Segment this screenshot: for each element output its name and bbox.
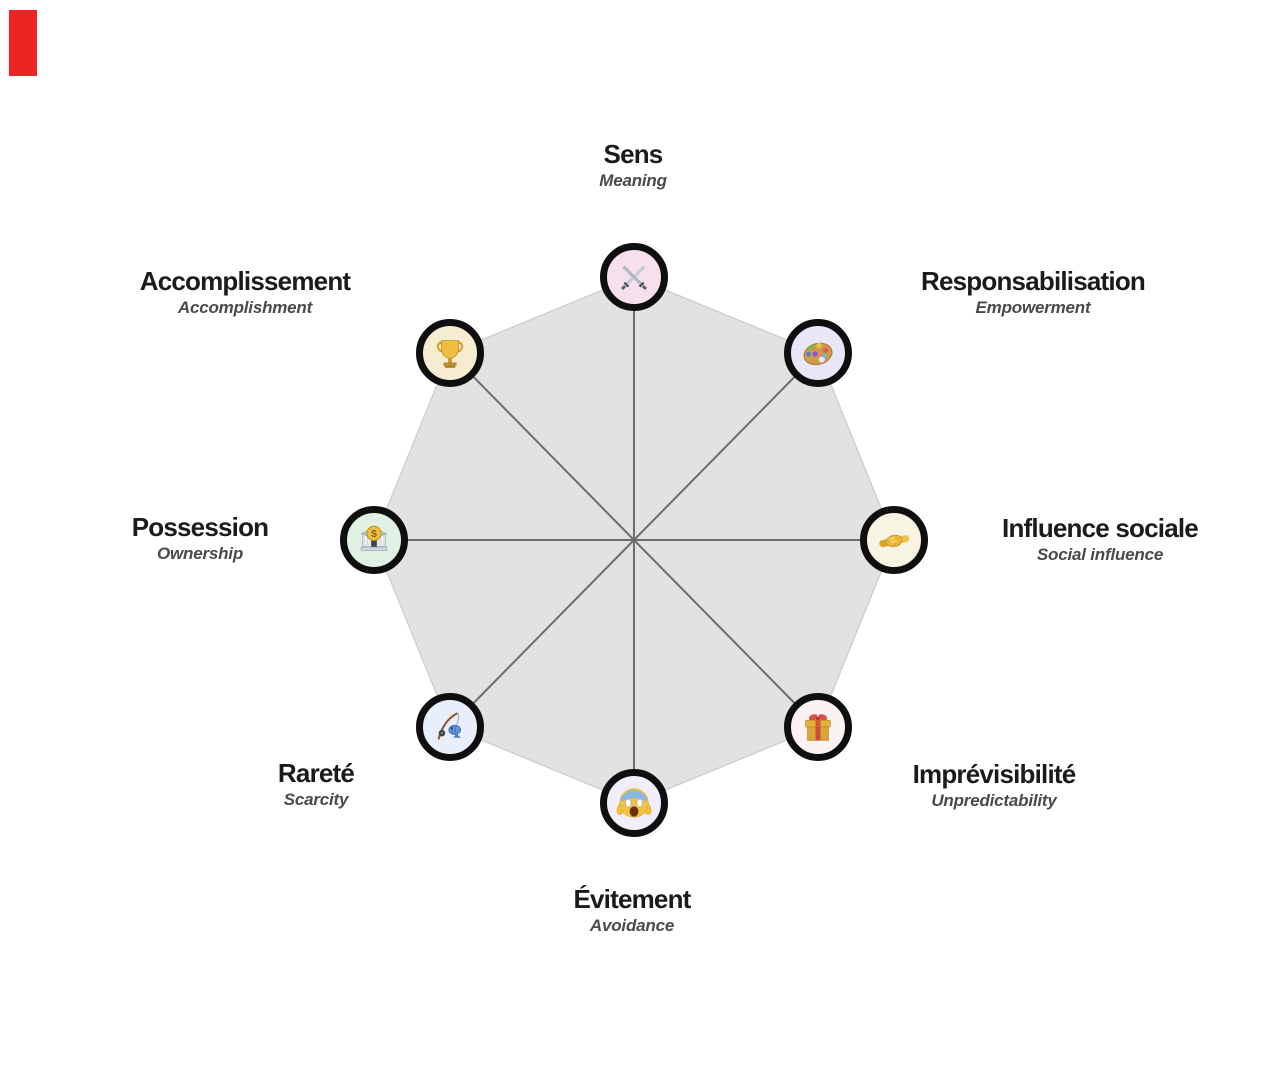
node-title: Imprévisibilité: [912, 759, 1077, 789]
dollar-sign: $: [371, 529, 377, 540]
fishing-pole-icon: [437, 712, 462, 740]
node-label-responsabilisation: Responsabilisation Empowerment: [921, 266, 1146, 320]
red-marker: [9, 10, 37, 76]
node-label-possession: Possession Ownership: [132, 512, 269, 566]
node-subtitle: Scarcity: [283, 790, 349, 809]
spoke-lines: [374, 277, 894, 803]
node-circle-responsabilisation: [784, 319, 852, 387]
node-title: Influence sociale: [1002, 513, 1199, 543]
node-circle-rarete: [416, 693, 484, 761]
node-label-influence-sociale: Influence sociale Social influence: [1002, 513, 1199, 567]
node-circle-imprevisibilite: [784, 693, 852, 761]
crossed-swords-icon: [621, 265, 647, 290]
node-circle-possession: $: [340, 506, 408, 574]
node-circle-sens: [600, 243, 668, 311]
node-subtitle: Avoidance: [589, 916, 675, 935]
node-title: Sens: [603, 139, 664, 169]
node-label-evitement: Évitement Avoidance: [573, 884, 691, 938]
trophy-icon: [436, 340, 464, 368]
node-title: Responsabilisation: [921, 266, 1146, 296]
node-subtitle: Meaning: [599, 171, 667, 190]
node-subtitle: Unpredictability: [931, 791, 1057, 810]
node-label-sens: Sens Meaning: [599, 139, 667, 193]
artist-palette-icon: [803, 342, 833, 366]
bank-icon: $: [360, 525, 388, 551]
node-title: Accomplissement: [139, 266, 351, 296]
node-label-accomplissement: Accomplissement Accomplishment: [140, 266, 351, 320]
node-title: Rareté: [277, 758, 355, 788]
node-label-rarete: Rareté Scarcity: [277, 758, 355, 812]
node-subtitle: Social influence: [1036, 545, 1164, 564]
node-subtitle: Empowerment: [975, 298, 1091, 317]
node-circle-influence-sociale: [860, 506, 928, 574]
handshake-icon: [879, 534, 910, 548]
gift-icon: [805, 714, 831, 741]
node-subtitle: Accomplishment: [177, 298, 313, 317]
node-title: Évitement: [573, 884, 691, 914]
scream-face-icon: [616, 788, 652, 818]
node-label-imprevisibilite: Imprévisibilité Unpredictability: [912, 759, 1077, 813]
node-circle-evitement: [600, 769, 668, 837]
node-subtitle: Ownership: [156, 544, 244, 563]
node-circle-accomplissement: [416, 319, 484, 387]
node-title: Possession: [131, 512, 269, 542]
